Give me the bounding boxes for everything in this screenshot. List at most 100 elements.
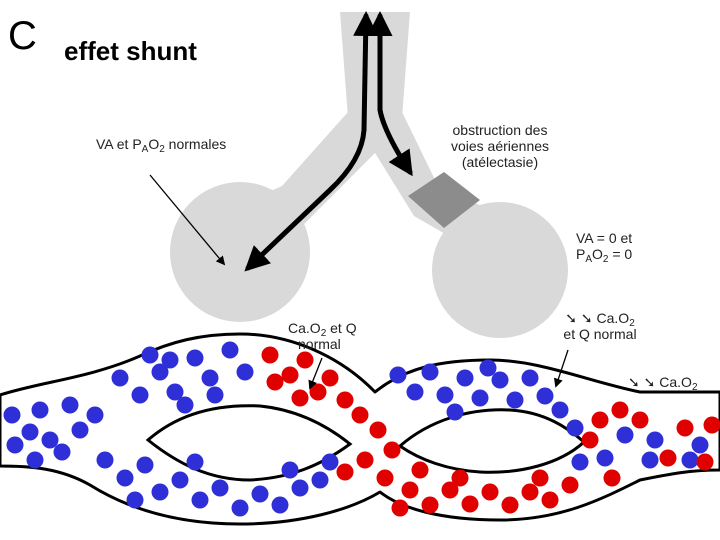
diagram-title: effet shunt <box>64 36 197 66</box>
oxygenated-blood-cell <box>591 411 609 429</box>
deoxygenated-blood-cell <box>456 369 474 387</box>
oxygenated-blood-cell <box>309 383 327 401</box>
capillary-network <box>0 332 720 526</box>
oxygenated-blood-cell <box>461 495 479 513</box>
deoxygenated-blood-cell <box>479 359 497 377</box>
deoxygenated-blood-cell <box>21 423 39 441</box>
oxygenated-blood-cell <box>281 366 299 384</box>
pointer-normal-alveolus <box>149 174 226 266</box>
oxygenated-blood-cell <box>336 391 354 409</box>
collapsed-alveolus <box>432 202 568 338</box>
oxygenated-blood-cell <box>401 481 419 499</box>
airflow-arrows <box>244 10 413 272</box>
label-cao2-decreased: ➘ ➘ Ca.O2 et Q normal <box>548 310 652 342</box>
pointer-cao2-decreased <box>553 349 569 388</box>
normal-alveolus <box>170 182 310 322</box>
pointer-lines <box>149 174 569 390</box>
deoxygenated-blood-cell <box>551 401 569 419</box>
deoxygenated-blood-cell <box>41 431 59 449</box>
deoxygenated-blood-cell <box>446 403 464 421</box>
oxygenated-blood-cell <box>501 496 519 514</box>
oxygenated-blood-cell <box>603 469 621 487</box>
label-cao2-normal-line2: normal <box>298 336 341 352</box>
deoxygenated-blood-cell <box>61 396 79 414</box>
deoxygenated-blood-cell <box>151 363 169 381</box>
airway-tree <box>170 12 568 338</box>
oxygenated-blood-cell <box>411 461 429 479</box>
deoxygenated-blood-cell <box>231 499 249 517</box>
deoxygenated-blood-cell <box>186 349 204 367</box>
deoxygenated-blood-cell <box>71 421 89 439</box>
deoxygenated-blood-cell <box>281 461 299 479</box>
deoxygenated-blood-cell <box>31 401 49 419</box>
oxygenated-blood-cell <box>296 351 314 369</box>
label-obstruction-line1: obstruction des <box>452 122 548 138</box>
oxygenated-blood-cell <box>261 346 279 364</box>
deoxygenated-blood-cell <box>96 451 114 469</box>
label-va-zero: VA = 0 et PAO2 = 0 <box>576 230 632 265</box>
deoxygenated-blood-cell <box>111 369 129 387</box>
oxygenated-blood-cell <box>266 373 284 391</box>
deoxygenated-blood-cell <box>201 369 219 387</box>
oxygenated-blood-cell <box>369 421 387 439</box>
deoxygenated-blood-cell <box>321 453 339 471</box>
blood-vessels <box>0 332 720 526</box>
deoxygenated-blood-cell <box>571 453 589 471</box>
pointer-cao2-normal <box>308 357 323 390</box>
deoxygenated-blood-cell <box>171 471 189 489</box>
label-obstruction: obstruction des voies aériennes (atélect… <box>430 122 570 170</box>
label-cao2-decreased-line2: et Q normal <box>563 326 637 342</box>
deoxygenated-blood-cell <box>131 386 149 404</box>
deoxygenated-blood-cell <box>311 471 329 489</box>
label-obstruction-line2: voies aériennes <box>450 138 550 154</box>
deoxygenated-blood-cell <box>211 479 229 497</box>
deoxygenated-blood-cell <box>681 451 699 469</box>
deoxygenated-blood-cell <box>421 363 439 381</box>
airflow-arrow-blocked <box>367 10 413 177</box>
oxygenated-blood-cell <box>336 463 354 481</box>
oxygenated-blood-cell <box>581 431 599 449</box>
deoxygenated-blood-cell <box>141 346 159 364</box>
oxygenated-blood-cell <box>703 416 720 434</box>
deoxygenated-blood-cell <box>126 491 144 509</box>
deoxygenated-blood-cell <box>166 383 184 401</box>
oxygenated-blood-cell <box>531 469 549 487</box>
deoxygenated-blood-cell <box>53 443 71 461</box>
label-cao2-normal: Ca.O2 et Q normal <box>288 320 357 352</box>
label-obstruction-line3: (atélectasie) <box>461 154 539 170</box>
deoxygenated-blood-cell <box>221 341 239 359</box>
deoxygenated-blood-cell <box>641 451 659 469</box>
deoxygenated-blood-cell <box>26 451 44 469</box>
oxygenated-blood-cell <box>356 451 374 469</box>
deoxygenated-blood-cell <box>251 485 269 503</box>
oxygenated-blood-cell <box>481 483 499 501</box>
label-normal-alveolus: VA et PAO2 normales <box>96 136 227 155</box>
deoxygenated-blood-cell <box>536 387 554 405</box>
oxygenated-blood-cell <box>561 476 579 494</box>
deoxygenated-blood-cell <box>646 431 664 449</box>
airway-obstruction <box>408 172 480 228</box>
deoxygenated-blood-cell <box>3 406 21 424</box>
deoxygenated-blood-cell <box>506 391 524 409</box>
oxygenated-blood-cell <box>391 499 409 517</box>
oxygenated-blood-cell <box>521 483 539 501</box>
deoxygenated-blood-cell <box>151 483 169 501</box>
oxygenated-blood-cell <box>659 449 677 467</box>
deoxygenated-blood-cell <box>596 449 614 467</box>
deoxygenated-blood-cell <box>86 406 104 424</box>
oxygenated-blood-cell <box>696 453 714 471</box>
deoxygenated-blood-cell <box>691 436 709 454</box>
oxygenated-blood-cell <box>451 469 469 487</box>
deoxygenated-blood-cell <box>471 389 489 407</box>
deoxygenated-blood-cell <box>389 366 407 384</box>
oxygenated-blood-cell <box>321 369 339 387</box>
oxygenated-blood-cell <box>383 441 401 459</box>
label-cao2-final: ➘ ➘ Ca.O2 <box>628 374 698 393</box>
deoxygenated-blood-cell <box>191 491 209 509</box>
deoxygenated-blood-cell <box>206 386 224 404</box>
deoxygenated-blood-cell <box>566 419 584 437</box>
deoxygenated-blood-cell <box>161 351 179 369</box>
deoxygenated-blood-cell <box>616 426 634 444</box>
oxygenated-blood-cell <box>541 491 559 509</box>
